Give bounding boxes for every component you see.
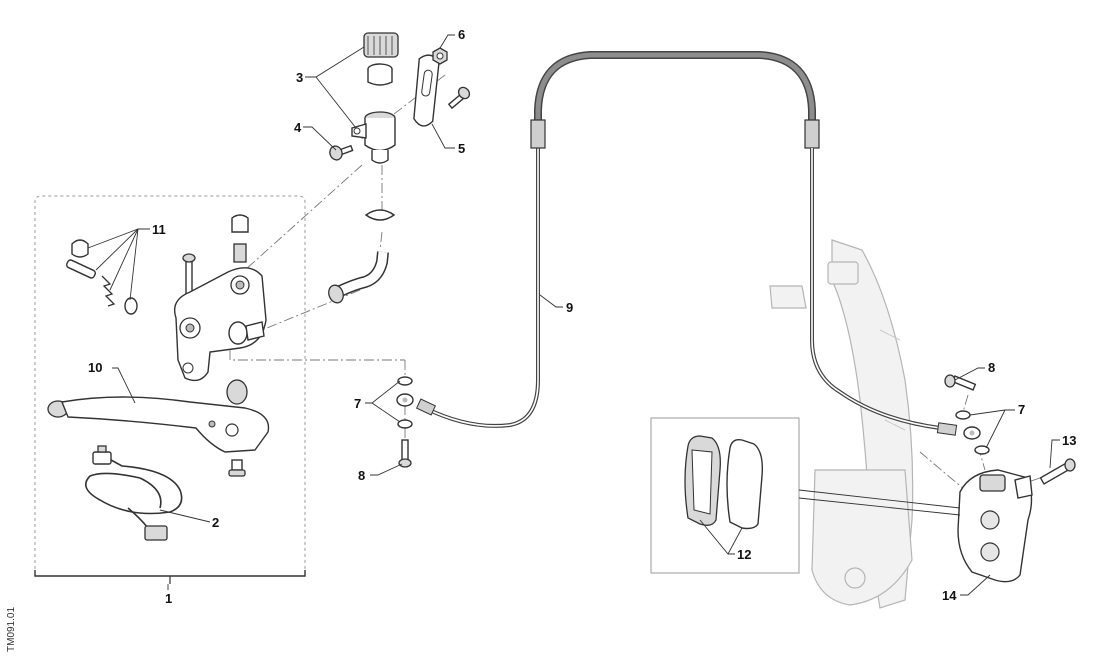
screw-4 bbox=[329, 144, 354, 161]
nut-6 bbox=[432, 47, 448, 65]
callout-12: 12 bbox=[737, 547, 751, 562]
reservoir-hose bbox=[328, 209, 396, 304]
bracket-screw bbox=[447, 86, 471, 110]
callout-1: 1 bbox=[165, 591, 172, 606]
master-cylinder-body bbox=[173, 214, 267, 382]
callout-11: 11 bbox=[152, 222, 166, 237]
callout-8-right: 8 bbox=[988, 360, 995, 375]
brake-light-switch bbox=[84, 445, 183, 541]
callout-14: 14 bbox=[942, 588, 957, 603]
brake-pad-group-box bbox=[650, 417, 800, 574]
callout-9: 9 bbox=[566, 300, 573, 315]
callout-3: 3 bbox=[296, 70, 303, 85]
callout-7-left: 7 bbox=[354, 396, 361, 411]
brake-hose bbox=[415, 51, 958, 436]
callout-2: 2 bbox=[212, 515, 219, 530]
callout-6: 6 bbox=[458, 27, 465, 42]
brake-lever bbox=[47, 379, 270, 477]
callout-5: 5 bbox=[458, 141, 465, 156]
callout-13: 13 bbox=[1062, 433, 1076, 448]
assembly-lines bbox=[229, 74, 1041, 491]
parts-11 bbox=[66, 239, 138, 315]
callouts: 1 2 3 4 5 6 7 8 9 10 11 12 13 14 8 7 bbox=[88, 27, 1076, 606]
callout-8-left: 8 bbox=[358, 468, 365, 483]
banjo-left bbox=[396, 376, 414, 429]
fork-and-disc-ghost bbox=[769, 239, 914, 609]
bolt-8-left bbox=[398, 439, 412, 468]
master-cylinder-group-box bbox=[34, 195, 306, 575]
callout-4: 4 bbox=[294, 120, 302, 135]
reservoir bbox=[351, 32, 399, 164]
leader-lines bbox=[87, 34, 1060, 596]
brake-caliper bbox=[957, 469, 1033, 583]
banjo-right bbox=[955, 410, 990, 455]
callout-10: 10 bbox=[88, 360, 102, 375]
callout-7-right: 7 bbox=[1018, 402, 1025, 417]
reservoir-bracket bbox=[413, 54, 440, 127]
bolt-8-right bbox=[944, 374, 977, 391]
brake-pads bbox=[684, 435, 764, 530]
bolt-13 bbox=[1039, 458, 1076, 485]
group-bracket bbox=[34, 570, 306, 577]
diagram-reference-code: TM091.01 bbox=[6, 607, 17, 652]
